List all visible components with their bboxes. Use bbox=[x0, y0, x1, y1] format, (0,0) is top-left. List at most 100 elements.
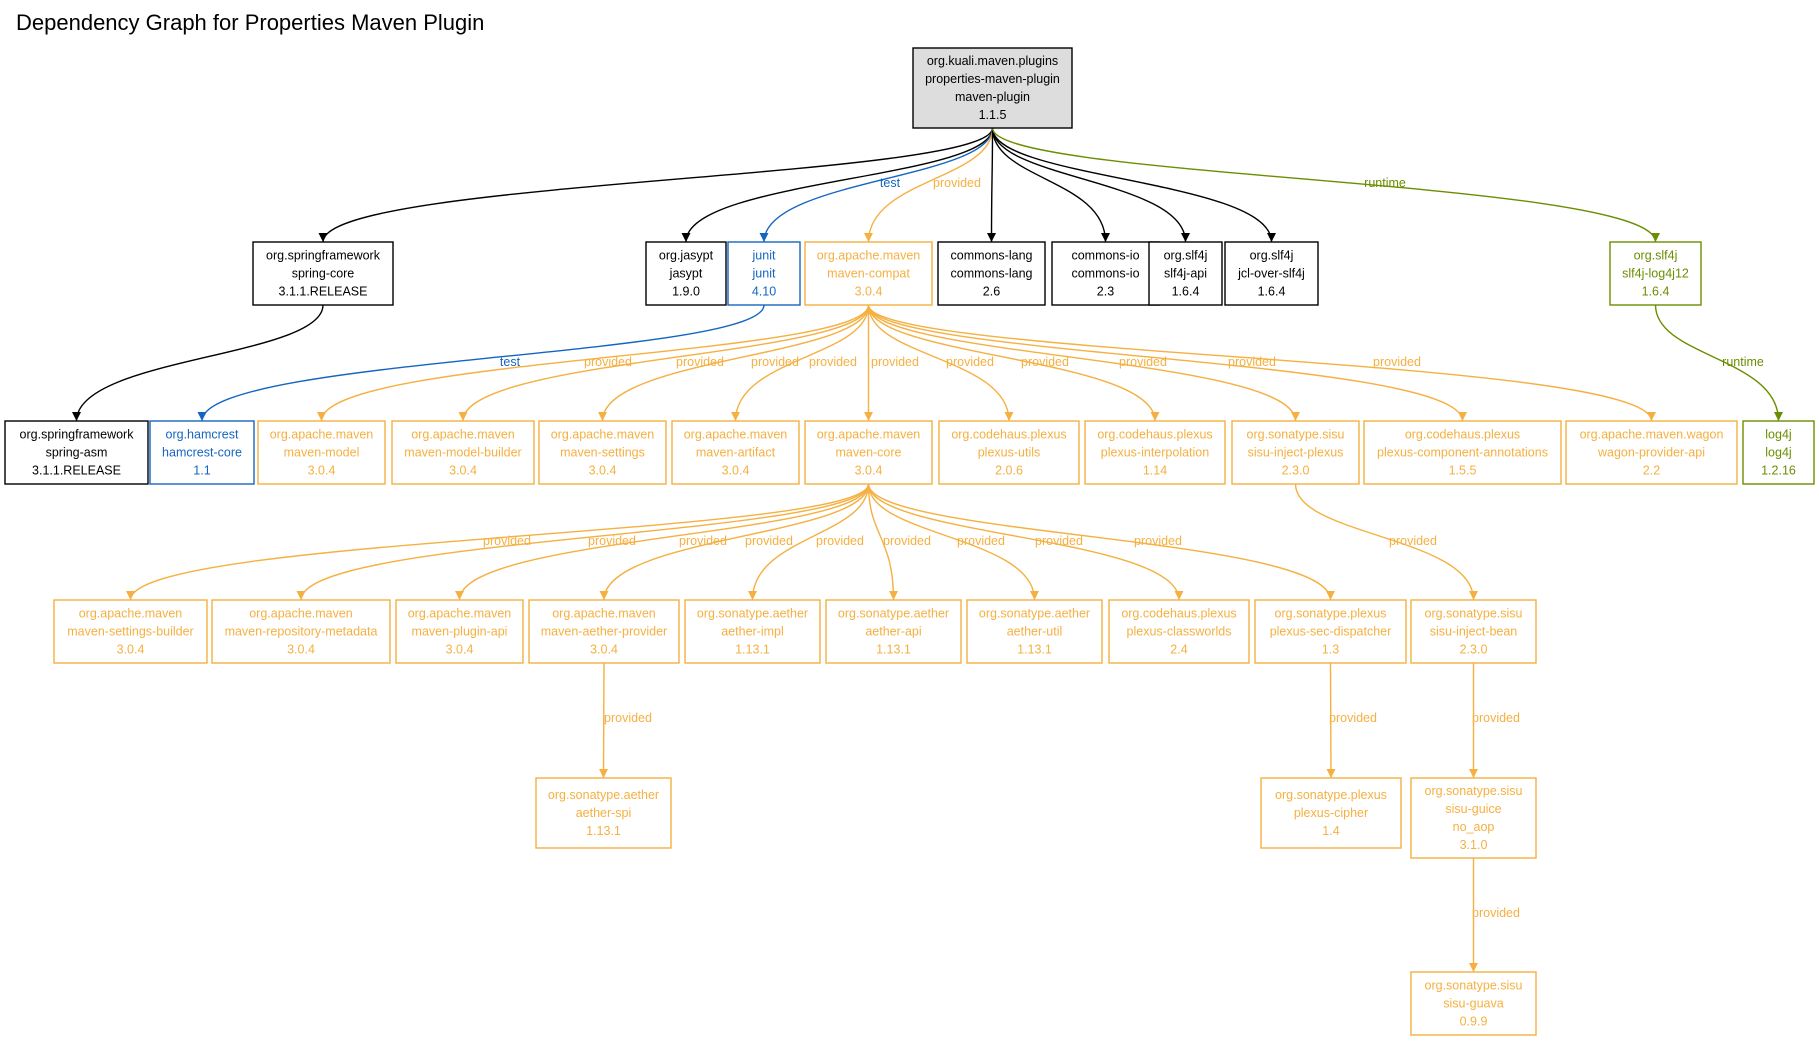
node-plexus-sec-dispatcher: org.sonatype.plexus plexus-sec-dispatcher… bbox=[1254, 599, 1407, 664]
node-aether-util-line-3: 1.13.1 bbox=[1017, 643, 1052, 657]
edge-root-to-maven-compat bbox=[864, 127, 994, 243]
node-box-aether-spi bbox=[535, 777, 672, 849]
node-jcl-over-slf4j-line-2: jcl-over-slf4j bbox=[1237, 267, 1305, 281]
node-box-spring-asm bbox=[4, 420, 149, 485]
node-sisu-guice-line-2: sisu-guice bbox=[1445, 802, 1501, 816]
node-plexus-interpolation: org.codehaus.plexus plexus-interpolation 1… bbox=[1084, 420, 1226, 485]
node-box-aether-util bbox=[966, 599, 1103, 664]
node-spring-asm: org.springframeworkspring-asm3.1.1.RELEA… bbox=[4, 420, 149, 485]
node-plexus-interpolation-line-3: 1.14 bbox=[1143, 464, 1167, 478]
node-maven-repository-metadata-line-2: maven-repository-metadata bbox=[225, 625, 378, 639]
node-root-line-2: properties-maven-plugin bbox=[925, 72, 1060, 86]
node-maven-settings-line-2: maven-settings bbox=[560, 446, 645, 460]
node-box-plexus-component-annotations bbox=[1363, 420, 1562, 485]
node-sisu-guava-line-1: org.sonatype.sisu bbox=[1425, 979, 1523, 993]
node-plexus-utils-line-3: 2.0.6 bbox=[995, 464, 1023, 478]
node-sisu-guice-line-1: org.sonatype.sisu bbox=[1425, 784, 1523, 798]
edge-maven-compat-to-maven-model-builder bbox=[458, 304, 870, 422]
node-maven-artifact-line-1: org.apache.maven bbox=[684, 428, 788, 442]
edge-maven-compat-to-plexus-utils bbox=[867, 304, 1014, 422]
edge-label-maven-compat-to-wagon-provider-api: provided bbox=[1373, 355, 1421, 369]
node-aether-impl-line-1: org.sonatype.aether bbox=[697, 607, 808, 621]
edge-label-root-to-slf4j-log4j12: runtime bbox=[1364, 176, 1406, 190]
edge-maven-core-to-aether-api bbox=[867, 483, 898, 601]
edge-maven-compat-to-wagon-provider-api bbox=[867, 304, 1656, 422]
node-box-slf4j-api bbox=[1148, 241, 1223, 306]
node-box-maven-settings-builder bbox=[53, 599, 208, 664]
node-jcl-over-slf4j-line-1: org.slf4j bbox=[1250, 249, 1294, 263]
edge-spring-core-to-spring-asm bbox=[72, 304, 324, 422]
node-box-slf4j-log4j12 bbox=[1609, 241, 1702, 306]
node-plexus-sec-dispatcher-line-1: org.sonatype.plexus bbox=[1275, 607, 1387, 621]
node-spring-asm-line-3: 3.1.1.RELEASE bbox=[32, 464, 121, 478]
node-sisu-inject-plexus-line-3: 2.3.0 bbox=[1282, 464, 1310, 478]
node-aether-util-line-2: aether-util bbox=[1007, 625, 1063, 639]
node-box-sisu-inject-bean bbox=[1410, 599, 1537, 664]
node-slf4j-api-line-3: 1.6.4 bbox=[1172, 285, 1200, 299]
node-plexus-sec-dispatcher-line-2: plexus-sec-dispatcher bbox=[1270, 625, 1392, 639]
node-sisu-inject-plexus-line-1: org.sonatype.sisu bbox=[1247, 428, 1345, 442]
node-maven-settings-builder-line-3: 3.0.4 bbox=[117, 643, 145, 657]
edge-label-maven-core-to-plexus-sec-dispatcher: provided bbox=[1134, 534, 1182, 548]
node-spring-asm-line-1: org.springframework bbox=[20, 428, 135, 442]
edge-root-to-commons-io bbox=[991, 127, 1110, 243]
node-maven-plugin-api-line-2: maven-plugin-api bbox=[412, 625, 508, 639]
node-junit-line-3: 4.10 bbox=[752, 285, 776, 299]
node-box-plexus-cipher bbox=[1260, 777, 1402, 849]
edge-root-to-jasypt bbox=[681, 127, 994, 243]
edge-label-maven-compat-to-maven-model-builder: provided bbox=[676, 355, 724, 369]
node-box-maven-model bbox=[257, 420, 386, 485]
node-box-commons-lang bbox=[937, 241, 1046, 306]
edge-label-maven-compat-to-maven-artifact: provided bbox=[809, 355, 857, 369]
node-slf4j-api-line-1: org.slf4j bbox=[1164, 249, 1208, 263]
edge-label-slf4j-log4j12-to-log4j: runtime bbox=[1722, 355, 1764, 369]
node-plexus-component-annotations: org.codehaus.plexusplexus-component-anno… bbox=[1363, 420, 1562, 485]
node-commons-io-line-3: 2.3 bbox=[1097, 285, 1114, 299]
node-root-line-4: 1.1.5 bbox=[979, 108, 1007, 122]
node-maven-settings-builder-line-1: org.apache.maven bbox=[79, 607, 183, 621]
node-box-jasypt bbox=[645, 241, 727, 306]
node-commons-io-line-1: commons-io bbox=[1071, 249, 1139, 263]
node-aether-spi-line-1: org.sonatype.aether bbox=[548, 788, 659, 802]
node-plexus-interpolation-line-1: org.codehaus.plexus bbox=[1097, 428, 1212, 442]
node-maven-core-line-3: 3.0.4 bbox=[855, 464, 883, 478]
node-plexus-component-annotations-line-3: 1.5.5 bbox=[1449, 464, 1477, 478]
edge-label-maven-aether-provider-to-aether-spi: provided bbox=[604, 711, 652, 725]
node-aether-spi-line-2: aether-spi bbox=[576, 806, 632, 820]
edge-label-sisu-inject-plexus-to-sisu-inject-bean: provided bbox=[1389, 534, 1437, 548]
node-maven-compat-line-2: maven-compat bbox=[827, 267, 910, 281]
edge-root-to-commons-lang bbox=[987, 127, 997, 243]
node-maven-settings-builder-line-2: maven-settings-builder bbox=[67, 625, 193, 639]
nodes-layer: org.kuali.maven.plugins properties-maven-… bbox=[4, 47, 1815, 1036]
edge-label-maven-compat-to-plexus-interpolation: provided bbox=[1021, 355, 1069, 369]
node-commons-lang-line-3: 2.6 bbox=[983, 285, 1000, 299]
edge-label-maven-compat-to-maven-settings: provided bbox=[751, 355, 799, 369]
node-plexus-interpolation-line-2: plexus-interpolation bbox=[1101, 446, 1209, 460]
node-hamcrest-core-line-2: hamcrest-core bbox=[162, 446, 242, 460]
node-maven-model-line-3: 3.0.4 bbox=[308, 464, 336, 478]
edge-maven-compat-to-maven-artifact bbox=[731, 304, 870, 422]
node-jcl-over-slf4j-line-3: 1.6.4 bbox=[1258, 285, 1286, 299]
node-maven-aether-provider-line-3: 3.0.4 bbox=[590, 643, 618, 657]
node-spring-core: org.springframeworkspring-core3.1.1.RELE… bbox=[252, 241, 394, 306]
node-box-wagon-provider-api bbox=[1565, 420, 1738, 485]
node-root-line-1: org.kuali.maven.plugins bbox=[927, 54, 1058, 68]
node-slf4j-log4j12-line-2: slf4j-log4j12 bbox=[1622, 267, 1689, 281]
node-slf4j-log4j12-line-1: org.slf4j bbox=[1634, 249, 1678, 263]
node-wagon-provider-api-line-3: 2.2 bbox=[1643, 464, 1660, 478]
edge-junit-to-hamcrest-core bbox=[197, 304, 765, 422]
node-commons-lang-line-1: commons-lang bbox=[951, 249, 1033, 263]
edge-label-maven-compat-to-maven-model: provided bbox=[584, 355, 632, 369]
node-box-plexus-classworlds bbox=[1108, 599, 1250, 664]
node-box-junit bbox=[727, 241, 801, 306]
